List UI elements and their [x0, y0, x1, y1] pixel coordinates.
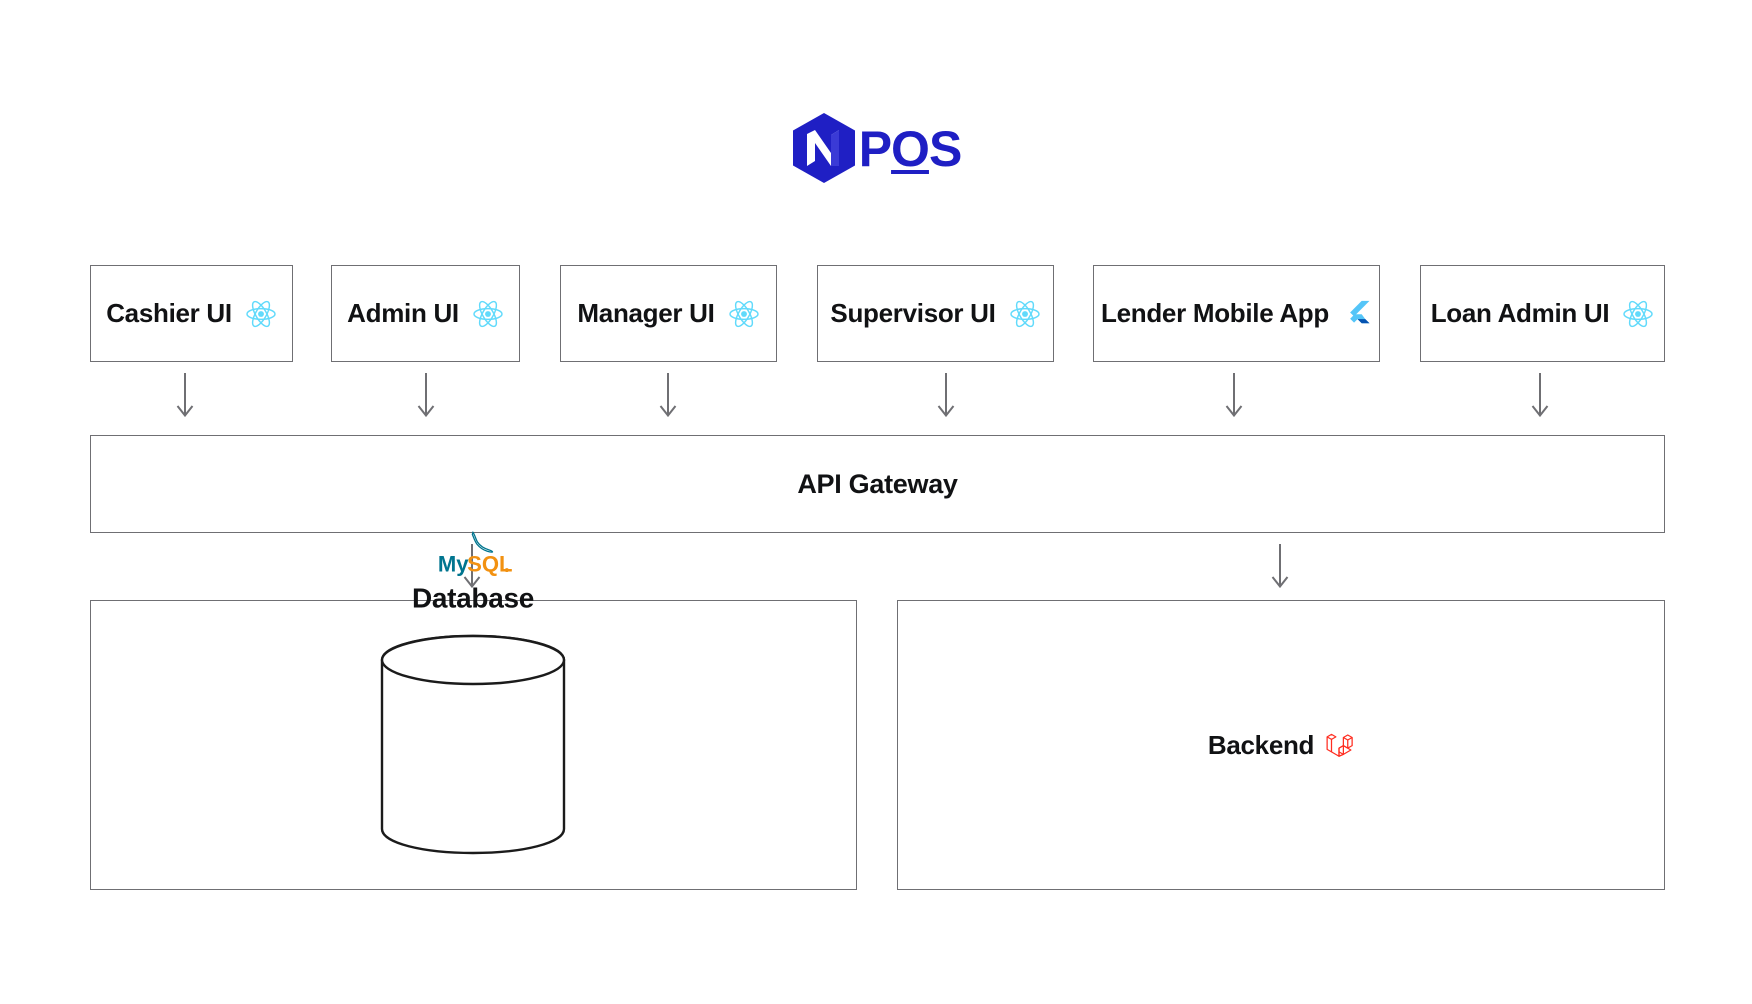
database-cylinder-icon — [380, 634, 566, 855]
client-label: Supervisor UI — [830, 298, 1040, 330]
react-icon — [1623, 300, 1654, 327]
client-label-text: Supervisor UI — [830, 298, 996, 328]
react-icon — [1009, 300, 1040, 327]
client-label-text: Loan Admin UI — [1430, 298, 1610, 328]
client-label: Admin UI — [347, 298, 504, 330]
svg-text:SQL: SQL — [467, 551, 512, 576]
database-label: Database — [411, 582, 535, 614]
arrow-down-icon — [1271, 544, 1289, 589]
client-box-manager-ui[interactable]: Manager UI — [560, 265, 777, 362]
flutter-icon — [1350, 300, 1370, 323]
laravel-icon — [1326, 733, 1353, 757]
client-label: Loan Admin UI — [1431, 298, 1655, 330]
backend-container-box[interactable]: Backend — [897, 600, 1665, 890]
backend-label-group: Backend — [1208, 730, 1354, 761]
client-label: Lender Mobile App — [1101, 298, 1372, 329]
mysql-icon: My SQL — [438, 531, 512, 576]
arrow-down-icon — [1531, 373, 1549, 418]
arrow-down-icon — [659, 373, 677, 418]
arrow-down-icon — [176, 373, 194, 418]
client-label-text: Cashier UI — [106, 298, 232, 328]
arrow-down-icon — [417, 373, 435, 418]
svg-text:My: My — [438, 551, 469, 576]
client-box-cashier-ui[interactable]: Cashier UI — [90, 265, 293, 362]
arrow-down-icon — [1225, 373, 1243, 418]
client-box-admin-ui[interactable]: Admin UI — [331, 265, 520, 362]
client-box-loan-admin-ui[interactable]: Loan Admin UI — [1420, 265, 1665, 362]
client-box-lender-mobile-app[interactable]: Lender Mobile App — [1093, 265, 1380, 362]
backend-label: Backend — [1207, 729, 1315, 760]
react-icon — [246, 300, 276, 327]
client-box-supervisor-ui[interactable]: Supervisor UI — [817, 265, 1054, 362]
client-label: Cashier UI — [106, 298, 277, 330]
client-label-text: Lender Mobile App — [1101, 298, 1329, 328]
client-label: Manager UI — [577, 298, 759, 330]
arrow-down-icon — [937, 373, 955, 418]
api-gateway-label: API Gateway — [797, 468, 958, 499]
database-label-group: My SQL Database — [378, 529, 568, 754]
pos-hexagon-logo-icon — [792, 113, 855, 183]
arrow-down-icon — [463, 544, 481, 589]
client-label-text: Manager UI — [577, 298, 715, 328]
brand-name: POS — [858, 121, 963, 177]
react-icon — [473, 300, 503, 327]
client-label-text: Admin UI — [347, 298, 459, 328]
brand-logo: POS — [0, 112, 1752, 184]
react-icon — [728, 300, 759, 327]
api-gateway-box[interactable]: API Gateway — [90, 435, 1665, 533]
